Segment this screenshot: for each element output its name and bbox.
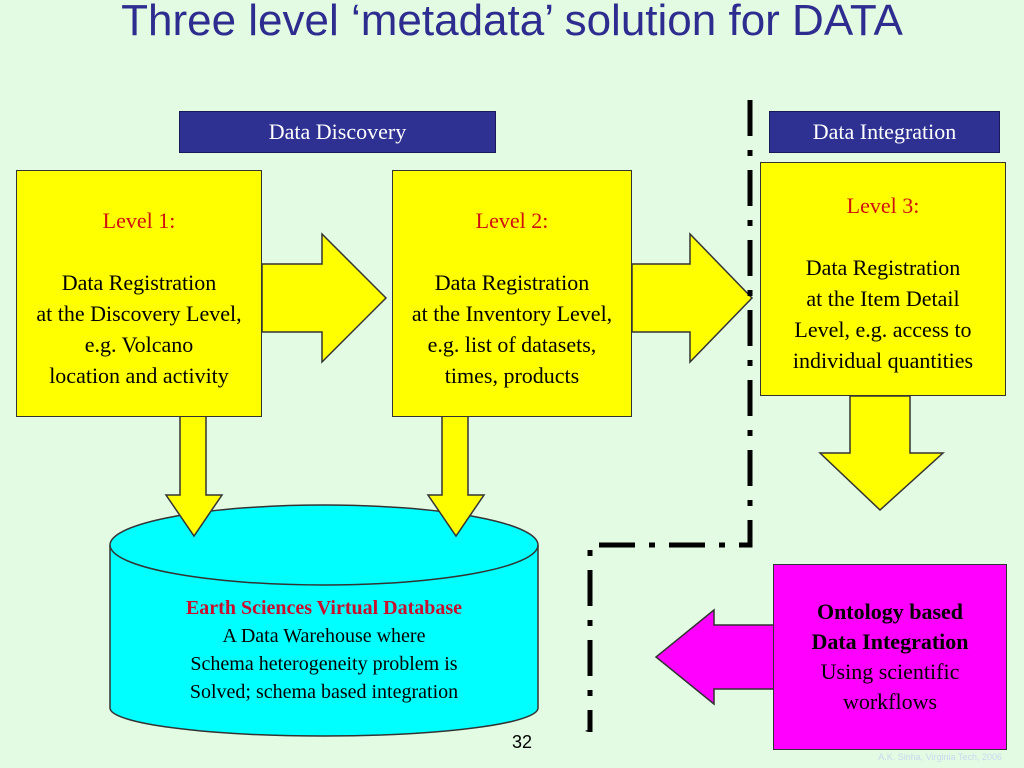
footer-credit: A.K. Sinha, Virginia Tech, 2006 — [878, 752, 1002, 762]
level2-line: e.g. list of datasets, — [427, 332, 597, 357]
data-integration-header: Data Integration — [769, 111, 1000, 153]
level3-line: Level, e.g. access to — [794, 317, 972, 342]
database-line: A Data Warehouse where — [222, 625, 426, 647]
slide-title: Three level ‘metadata’ solution for DATA — [121, 0, 903, 45]
level3-label: Level 3: — [846, 193, 920, 218]
database-text: Earth Sciences Virtual Database A Data W… — [112, 594, 536, 706]
database-cylinder — [109, 504, 539, 737]
level3-line: Data Registration — [805, 255, 961, 280]
dashed-divider — [587, 100, 753, 732]
ontology-title-line: Data Integration — [811, 629, 969, 654]
level2-line: times, products — [444, 363, 580, 388]
database-title: Earth Sciences Virtual Database — [185, 597, 463, 619]
ontology-line: workflows — [842, 689, 938, 714]
arrow-level3-down — [818, 395, 945, 512]
level2-line: at the Inventory Level, — [411, 301, 613, 326]
database-line: Solved; schema based integration — [189, 681, 459, 703]
level3-box: Level 3: Data Registration at the Item D… — [760, 162, 1006, 396]
ontology-title-line: Ontology based — [816, 599, 964, 624]
level2-box: Level 2: Data Registration at the Invent… — [392, 170, 632, 417]
ontology-line: Using scientific — [820, 659, 960, 684]
level3-line: individual quantities — [792, 348, 974, 373]
page-number: 32 — [512, 732, 533, 752]
level1-label: Level 1: — [102, 208, 176, 233]
level1-box: Level 1: Data Registration at the Discov… — [16, 170, 262, 417]
level3-line: at the Item Detail — [806, 286, 960, 311]
level1-line: location and activity — [49, 363, 229, 388]
level2-label: Level 2: — [475, 208, 549, 233]
level1-line: at the Discovery Level, — [36, 301, 242, 326]
level1-line: Data Registration — [61, 270, 217, 295]
ontology-box: Ontology based Data Integration Using sc… — [773, 564, 1007, 750]
arrow-level2-to-level3 — [631, 232, 754, 364]
dash-mark: - — [585, 722, 591, 739]
arrow-level1-to-level2 — [261, 232, 388, 364]
level1-line: e.g. Volcano — [84, 332, 194, 357]
arrow-ontology-left — [654, 608, 775, 706]
level2-line: Data Registration — [434, 270, 590, 295]
database-line: Schema heterogeneity problem is — [190, 653, 458, 675]
data-discovery-header: Data Discovery — [179, 111, 496, 153]
